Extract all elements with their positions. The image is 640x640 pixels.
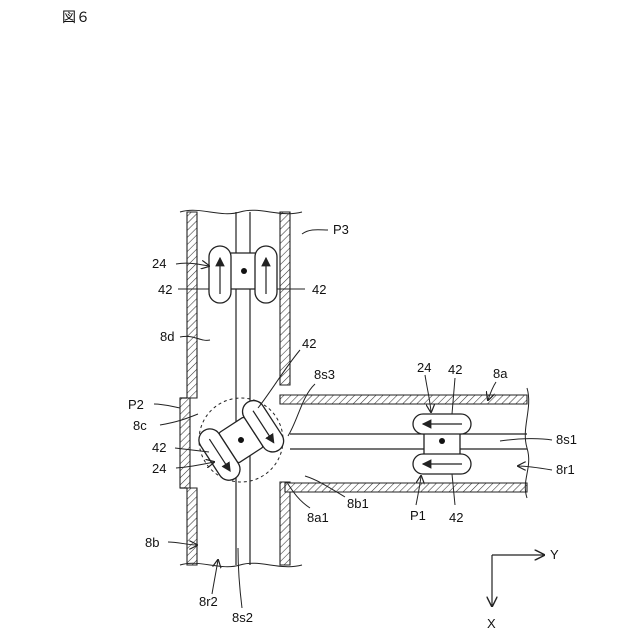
label-42-top-right: 42 — [312, 282, 326, 297]
label-42-left: 42 — [152, 440, 166, 455]
axis-indicator: Y X — [487, 547, 559, 631]
label-8s2: 8s2 — [232, 610, 253, 625]
label-42-right-top: 42 — [448, 362, 462, 377]
vehicle-middle — [195, 396, 288, 484]
label-8s3: 8s3 — [314, 367, 335, 382]
label-8s1: 8s1 — [556, 432, 577, 447]
label-p3: P3 — [333, 222, 349, 237]
label-42-top-left: 42 — [158, 282, 172, 297]
label-24-top: 24 — [152, 256, 166, 271]
label-p2: P2 — [128, 397, 144, 412]
vehicle-right — [413, 414, 471, 474]
label-42-mid: 42 — [302, 336, 316, 351]
label-24-right: 24 — [417, 360, 431, 375]
vehicle-top — [209, 246, 277, 303]
label-8b1: 8b1 — [347, 496, 369, 511]
label-8b: 8b — [145, 535, 159, 550]
axis-y-label: Y — [550, 547, 559, 562]
label-8c: 8c — [133, 418, 147, 433]
axis-x-label: X — [487, 616, 496, 631]
label-8a: 8a — [493, 366, 508, 381]
label-8r1: 8r1 — [556, 462, 575, 477]
label-8r2: 8r2 — [199, 594, 218, 609]
label-p1: P1 — [410, 508, 426, 523]
label-8a1: 8a1 — [307, 510, 329, 525]
label-24-left: 24 — [152, 461, 166, 476]
figure-title: 図６ — [62, 9, 90, 25]
label-8d: 8d — [160, 329, 174, 344]
label-42-right-bottom: 42 — [449, 510, 463, 525]
